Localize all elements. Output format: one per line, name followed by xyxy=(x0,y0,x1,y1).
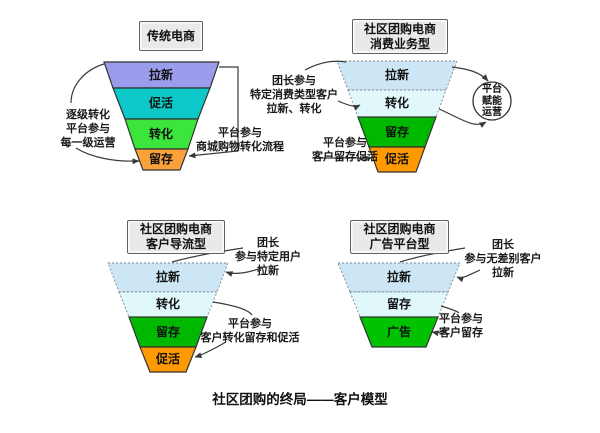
funnel-consumer xyxy=(336,60,458,173)
annotation-line: 运营 xyxy=(482,107,502,118)
annotation-line: 团长参与 xyxy=(272,75,316,87)
funnel-layer xyxy=(368,146,426,173)
connector-arrow xyxy=(431,329,449,337)
funnel-layer xyxy=(347,89,447,118)
title-text: 消费业务型 xyxy=(369,36,430,51)
funnel-label: 转化 xyxy=(384,96,409,110)
annotation-line: 团长 xyxy=(492,239,514,251)
annotation-referral-bottom: 平台参与 客户转化留存和促活 xyxy=(194,317,306,345)
annotation-consumer-bottom: 平台参与 客户留存促活 xyxy=(293,136,397,164)
annotation-trad-left: 逐级转化 平台参与 每一级运营 xyxy=(46,108,130,150)
title-text: 社区团购电商 xyxy=(363,21,436,36)
funnel-layer xyxy=(107,262,229,293)
funnel-layer xyxy=(134,148,189,171)
annotation-line: 客户转化留存和促活 xyxy=(200,332,300,344)
annotation-trad-right: 平台参与 商城购物转化流程 xyxy=(188,126,292,154)
annotation-line: 平台参与 xyxy=(218,127,262,139)
annotation-line: 平台参与 xyxy=(228,318,272,330)
title-box-referral: 社区团购电商 客户导流型 xyxy=(127,220,225,254)
annotation-line: 客户留存促活 xyxy=(312,151,378,163)
connector-line xyxy=(399,247,466,263)
connector-line xyxy=(70,63,105,104)
annotation-line: 平台参与 xyxy=(66,123,110,135)
connector-arrow xyxy=(225,267,263,277)
annotation-line: 特定消费类型客户 xyxy=(250,89,338,101)
funnel-label: 转化 xyxy=(155,297,180,311)
funnel-traditional xyxy=(103,61,220,171)
connector-arrow xyxy=(337,100,361,111)
annotation-line: 每一级运营 xyxy=(60,137,116,149)
title-box-ads: 社区团购电商 广告平台型 xyxy=(350,220,449,254)
title-text: 社区团购电商 xyxy=(139,222,212,236)
connector-arrow xyxy=(451,66,489,82)
connector-arrow xyxy=(438,108,487,128)
funnel-ads xyxy=(337,262,461,348)
annotation-line: 拉新 xyxy=(492,267,514,279)
funnel-label: 留存 xyxy=(148,152,173,166)
title-text: 客户导流型 xyxy=(145,237,206,251)
title-box-consumer: 社区团购电商 消费业务型 xyxy=(352,19,448,54)
funnel-referral xyxy=(107,262,229,373)
annotation-line: 团长 xyxy=(257,237,279,249)
annotation-line: 拉新、转化 xyxy=(266,103,322,115)
title-text: 传统电商 xyxy=(146,28,195,43)
annotation-line: 平台参与 xyxy=(439,313,483,325)
connector-line xyxy=(171,247,244,263)
annotation-ads-right: 团长 参与无差别客户 拉新 xyxy=(451,238,555,280)
connector-line xyxy=(440,305,460,314)
funnel-label: 拉新 xyxy=(386,270,411,284)
connector-arrow xyxy=(188,66,239,159)
connector-arrow xyxy=(456,269,481,283)
funnel-layer xyxy=(336,60,458,91)
annotation-line: 赋能 xyxy=(482,95,502,107)
annotation-ads-bottom: 平台参与 客户留存 xyxy=(409,312,513,340)
funnel-label: 促活 xyxy=(155,352,180,366)
connector-line xyxy=(304,60,347,71)
connector-arrow xyxy=(75,147,140,165)
funnel-layer xyxy=(359,316,439,348)
funnel-label: 留存 xyxy=(386,297,411,311)
funnel-label: 留存 xyxy=(155,325,180,339)
annotation-line: 商城购物转化流程 xyxy=(196,141,284,153)
title-text: 广告平台型 xyxy=(369,237,430,251)
annotation-line: 逐级转化 xyxy=(66,109,110,121)
platform-circle-text: 平台 赋能 运营 xyxy=(474,84,510,119)
funnel-label: 拉新 xyxy=(384,68,409,82)
funnel-label: 留存 xyxy=(384,125,409,139)
funnel-label: 拉新 xyxy=(148,68,173,82)
annotation-line: 参与无差别客户 xyxy=(464,253,542,265)
funnel-label: 拉新 xyxy=(155,270,180,284)
platform-circle xyxy=(472,81,512,121)
funnel-label: 转化 xyxy=(148,127,173,141)
connector-arrow xyxy=(194,341,227,359)
connector-line xyxy=(212,301,253,316)
title-box-traditional: 传统电商 xyxy=(139,21,203,51)
funnel-label: 促活 xyxy=(148,96,173,110)
funnel-label: 广告 xyxy=(386,325,411,339)
annotation-line: 平台参与 xyxy=(323,137,367,149)
diagram-caption: 社区团购的终局——客户模型 xyxy=(212,392,388,407)
annotation-line: 平台 xyxy=(482,84,502,95)
annotation-line: 客户留存 xyxy=(439,327,483,339)
annotation-line: 拉新 xyxy=(257,265,279,277)
annotation-consumer-left: 团长参与 特定消费类型客户 拉新、转化 xyxy=(242,74,346,116)
funnel-label: 促活 xyxy=(384,152,409,166)
title-text: 社区团购电商 xyxy=(363,222,436,236)
funnel-layer xyxy=(139,346,197,373)
annotation-referral-right: 团长 参与特定用户 拉新 xyxy=(216,236,320,278)
annotation-line: 参与特定用户 xyxy=(235,251,301,263)
